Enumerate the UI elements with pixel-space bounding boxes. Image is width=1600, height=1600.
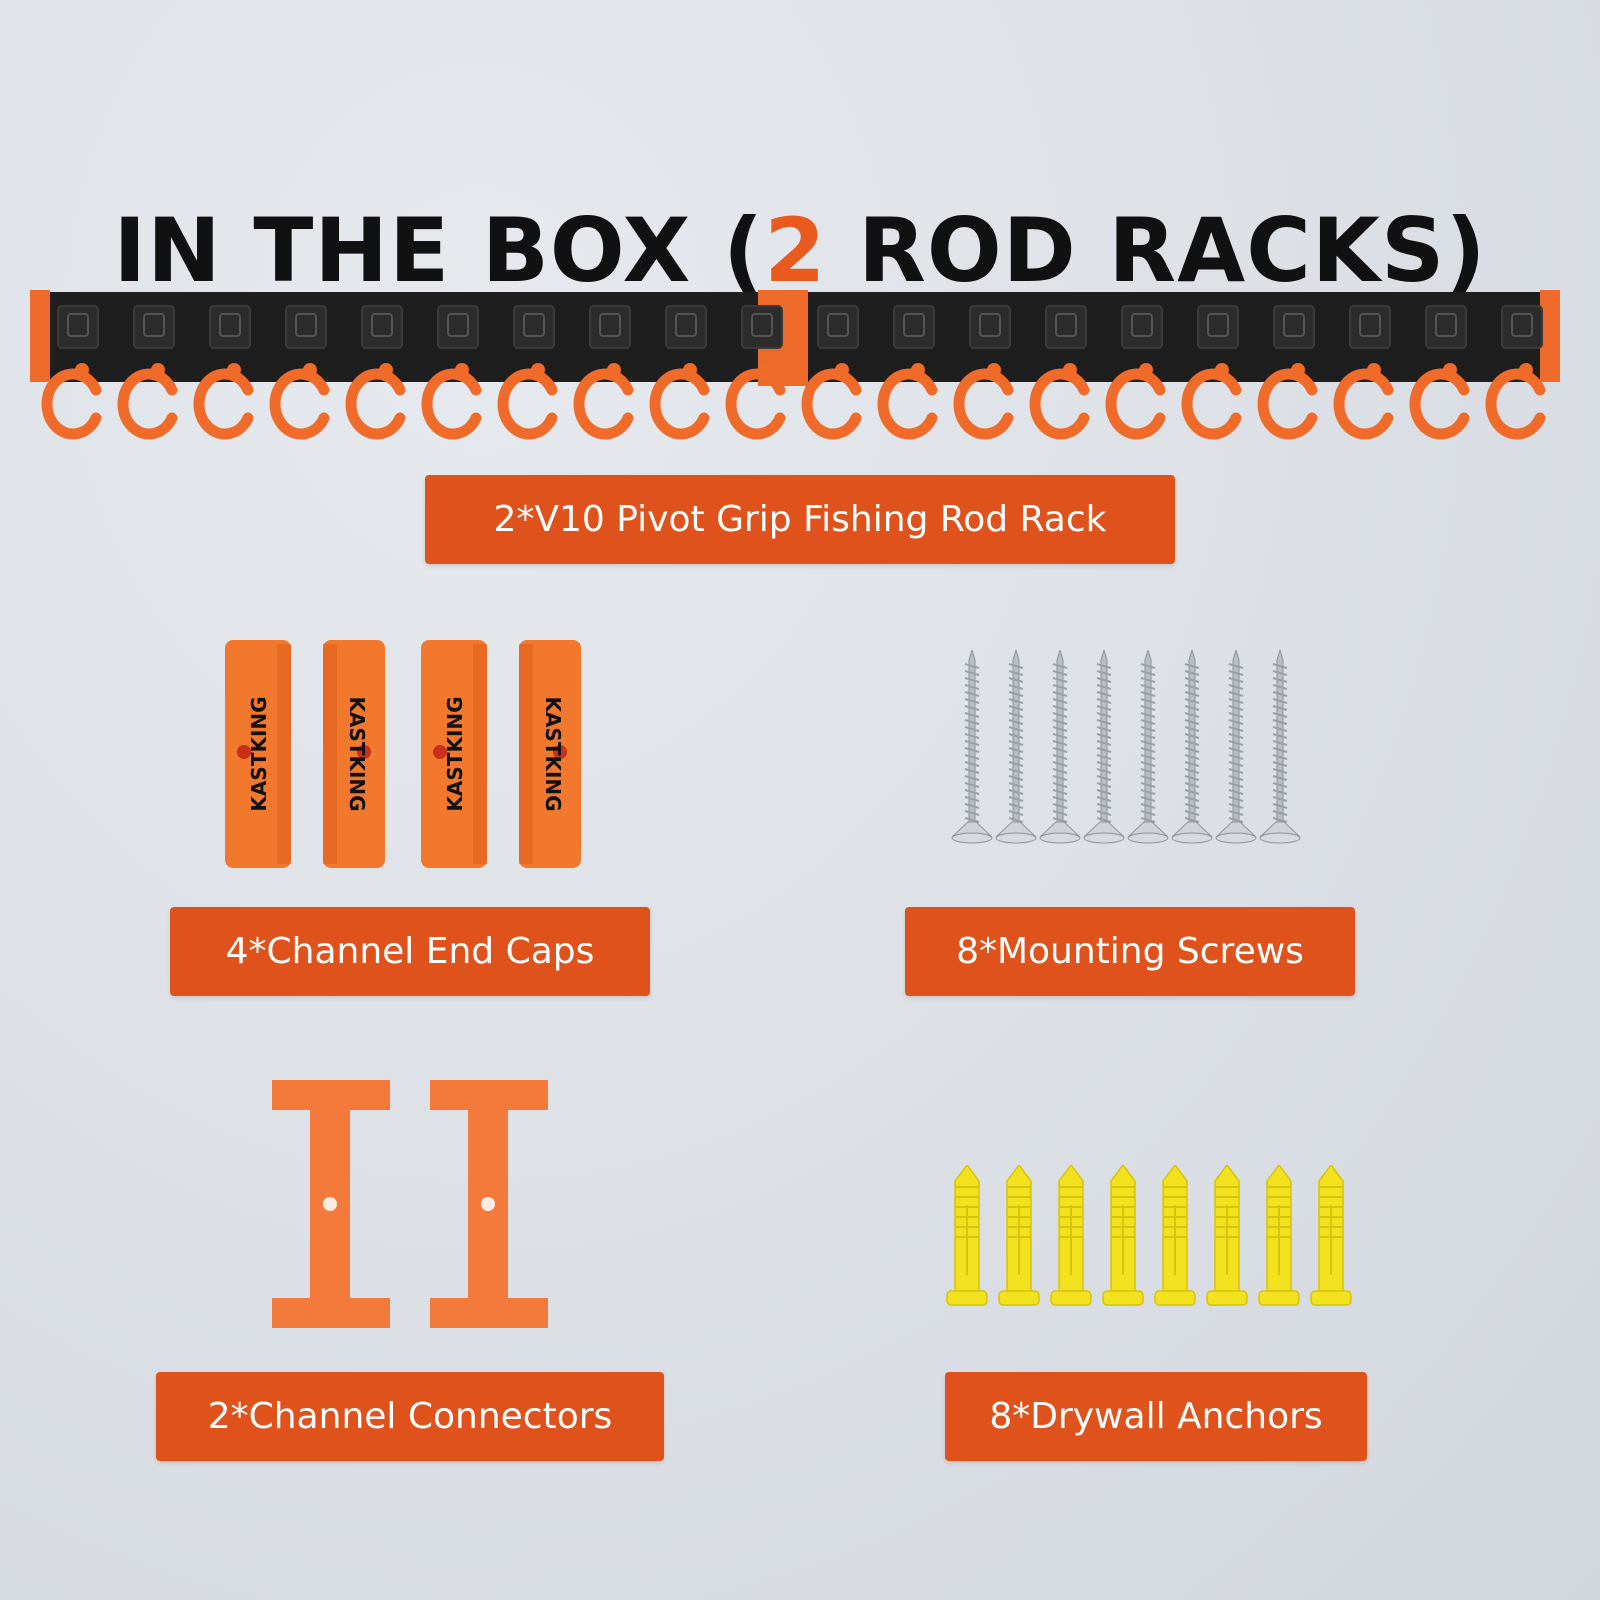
cap-brand-text: KASTKING [443,696,467,811]
drywall-anchor [1154,1165,1196,1306]
drywall-anchor [1050,1165,1092,1306]
end-caps-illustration: KASTKING KASTKING KASTKING KASTKING [225,640,581,868]
rack-hook [1105,305,1166,440]
anchors-label: 8*Drywall Anchors [945,1372,1367,1461]
rod-rack-illustration [30,290,1560,440]
connectors-label: 2*Channel Connectors [156,1372,664,1461]
drywall-anchor [946,1165,988,1306]
drywall-anchor [1206,1165,1248,1306]
mounting-screw [1259,650,1301,844]
drywall-anchor [1102,1165,1144,1306]
mounting-screw [995,650,1037,844]
mounting-screw [1171,650,1213,844]
rack-hook [953,305,1014,440]
drywall-anchor [1258,1165,1300,1306]
title-after: ROD RACKS) [826,198,1487,302]
rack-hook [1181,305,1242,440]
anchors-illustration [946,1165,1352,1306]
mounting-screw [1127,650,1169,844]
rack-end-cap-right [1540,290,1560,382]
mounting-screw [1215,650,1257,844]
drywall-anchor [1310,1165,1352,1306]
channel-end-cap: KASTKING [421,640,487,868]
channel-end-cap: KASTKING [225,640,291,868]
rack-hooks [41,305,1546,440]
screws-illustration [951,650,1301,844]
rack-hook [193,305,254,440]
channel-connector [430,1080,548,1328]
rack-hook [345,305,406,440]
title-accent-number: 2 [764,198,827,302]
rack-hook [1029,305,1090,440]
mounting-screw [1083,650,1125,844]
end-caps-label: 4*Channel End Caps [170,907,650,996]
page-title: IN THE BOX (2 ROD RACKS) [0,199,1600,302]
rack-hook [801,305,862,440]
rack-hook [421,305,482,440]
rack-hook [1257,305,1318,440]
rack-hook [269,305,330,440]
rod-rack-label: 2*V10 Pivot Grip Fishing Rod Rack [425,475,1175,564]
rack-end-cap-left [30,290,50,382]
channel-end-cap: KASTKING [519,640,581,868]
channel-connector [272,1080,390,1328]
channel-end-cap: KASTKING [323,640,385,868]
title-before: IN THE BOX ( [113,198,765,302]
rack-hook [877,305,938,440]
mounting-screw [1039,650,1081,844]
cap-brand-text: KASTKING [345,696,369,811]
rack-hook [1485,305,1546,440]
rack-hook [649,305,710,440]
drywall-anchor [998,1165,1040,1306]
cap-brand-text: KASTKING [247,696,271,811]
rack-hook [117,305,178,440]
rack-hook [1333,305,1394,440]
rack-hook [497,305,558,440]
rack-hook [573,305,634,440]
rack-hook [41,305,102,440]
rack-hook [1409,305,1470,440]
cap-brand-text: KASTKING [541,696,565,811]
connectors-illustration [272,1080,548,1328]
rack-hook [725,305,786,440]
screws-label: 8*Mounting Screws [905,907,1355,996]
mounting-screw [951,650,993,844]
